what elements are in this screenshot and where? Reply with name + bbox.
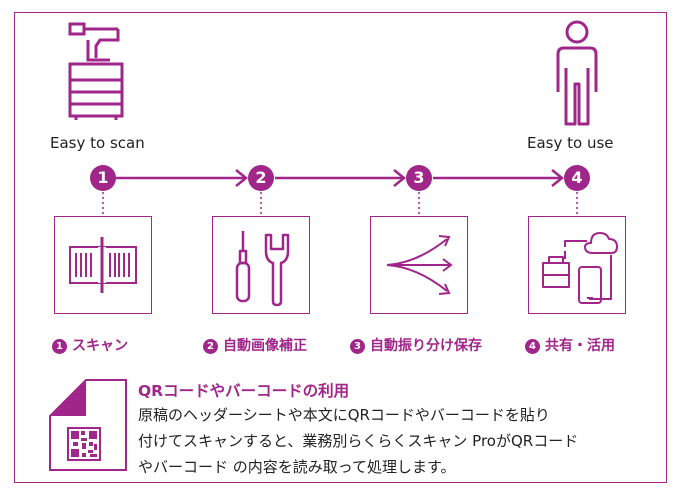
step-2-badge: 2 bbox=[248, 165, 274, 191]
barcode-scan-icon bbox=[69, 237, 137, 293]
step-2-label: 2 自動画像補正 bbox=[203, 335, 307, 355]
step-3-label: 3 自動振り分け保存 bbox=[350, 335, 482, 355]
step-3-num: 3 bbox=[350, 339, 365, 354]
step-3-badge: 3 bbox=[406, 165, 432, 191]
qr-document-icon bbox=[49, 379, 127, 471]
step-1-badge: 1 bbox=[90, 165, 116, 191]
step-2-text: 自動画像補正 bbox=[223, 338, 307, 354]
step-2-box bbox=[212, 216, 310, 314]
step-1-text: スキャン bbox=[72, 338, 128, 354]
multifunction-printer-icon bbox=[68, 22, 124, 120]
devices-cloud-icon bbox=[542, 232, 618, 304]
step-4-text: 共有・活用 bbox=[545, 338, 615, 354]
step-3-box bbox=[370, 216, 468, 314]
screwdriver-wrench-icon bbox=[235, 231, 290, 307]
branching-arrows-icon bbox=[386, 235, 453, 295]
qr-title: QRコードやバーコードの利用 bbox=[138, 382, 350, 400]
qr-line-3: やバーコード の内容を読み取って処理します。 bbox=[138, 458, 456, 476]
step-1-num: 1 bbox=[52, 339, 67, 354]
step-2-num: 2 bbox=[203, 339, 218, 354]
step-4-num: 4 bbox=[525, 339, 540, 354]
step-4-badge: 4 bbox=[564, 165, 590, 191]
step-4-label: 4 共有・活用 bbox=[525, 335, 615, 355]
qr-line-1: 原稿のヘッダーシートや本文にQRコードやバーコードを貼り bbox=[138, 406, 550, 424]
flow-arrows bbox=[102, 169, 578, 215]
qr-description: 原稿のヘッダーシートや本文にQRコードやバーコードを貼り 付けてスキャンすると、… bbox=[138, 402, 578, 480]
step-1-box bbox=[54, 216, 152, 314]
easy-to-scan-label: Easy to scan bbox=[50, 134, 145, 152]
easy-to-use-label: Easy to use bbox=[527, 134, 614, 152]
step-1-label: 1 スキャン bbox=[52, 335, 128, 355]
step-3-text: 自動振り分け保存 bbox=[370, 338, 482, 354]
qr-line-2: 付けてスキャンすると、業務別らくらくスキャン ProがQRコード bbox=[138, 432, 579, 450]
person-icon bbox=[556, 20, 598, 126]
step-4-box bbox=[528, 216, 626, 314]
